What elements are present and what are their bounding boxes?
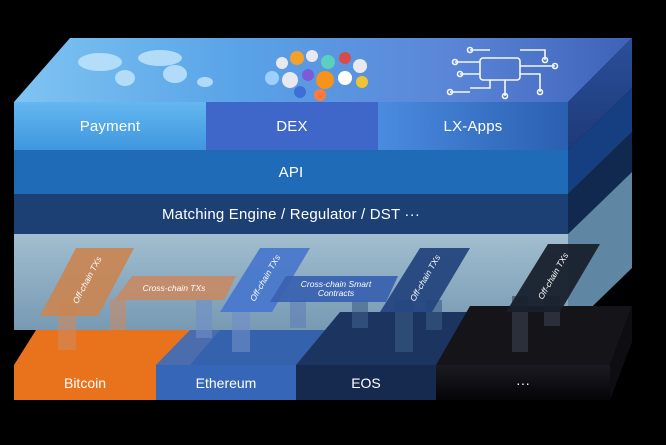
crosschain-contracts-label: Cross-chain Smart Contracts — [300, 279, 372, 298]
dex-label: DEX — [276, 117, 308, 135]
top-slab-side — [568, 38, 632, 150]
engine-layer-side — [568, 132, 632, 234]
crosschain-txs-bridge — [114, 276, 236, 300]
lxapps-block — [378, 102, 568, 150]
circuit-apps-icon — [446, 46, 559, 100]
glass-layer-side — [568, 172, 632, 330]
engine-label: Matching Engine / Regulator / DST ··· — [161, 205, 421, 223]
offchain-bridge-2 — [220, 248, 310, 312]
more-slab-side — [610, 306, 632, 400]
eos-label: EOS — [351, 374, 381, 391]
crosschain-txs-label: Cross-chain TXs — [142, 282, 206, 293]
eos-slab — [296, 365, 436, 400]
payment-label: Payment — [79, 117, 141, 135]
crypto-coins-icon — [265, 50, 368, 101]
payment-block — [14, 102, 206, 150]
more-slab-top — [436, 306, 632, 365]
api-layer-side — [568, 88, 632, 194]
dex-block — [206, 102, 378, 150]
lxapps-label: LX-Apps — [443, 117, 503, 135]
pillars — [58, 296, 560, 352]
bitcoin-slab — [14, 365, 156, 400]
api-layer — [14, 150, 568, 194]
api-label: API — [278, 163, 304, 181]
crosschain-contracts-bridge — [270, 276, 398, 302]
engine-layer — [14, 194, 568, 234]
ethereum-label: Ethereum — [195, 374, 257, 391]
offchain-bridge-3 — [380, 248, 470, 312]
bitcoin-label: Bitcoin — [63, 374, 107, 391]
ethereum-slab — [156, 365, 296, 400]
more-chains-label: ··· — [516, 374, 530, 391]
offchain-bridge-4 — [506, 244, 600, 312]
offchain-bridge-1 — [40, 248, 134, 316]
world-map-icon — [78, 50, 213, 87]
more-slab — [436, 365, 610, 400]
